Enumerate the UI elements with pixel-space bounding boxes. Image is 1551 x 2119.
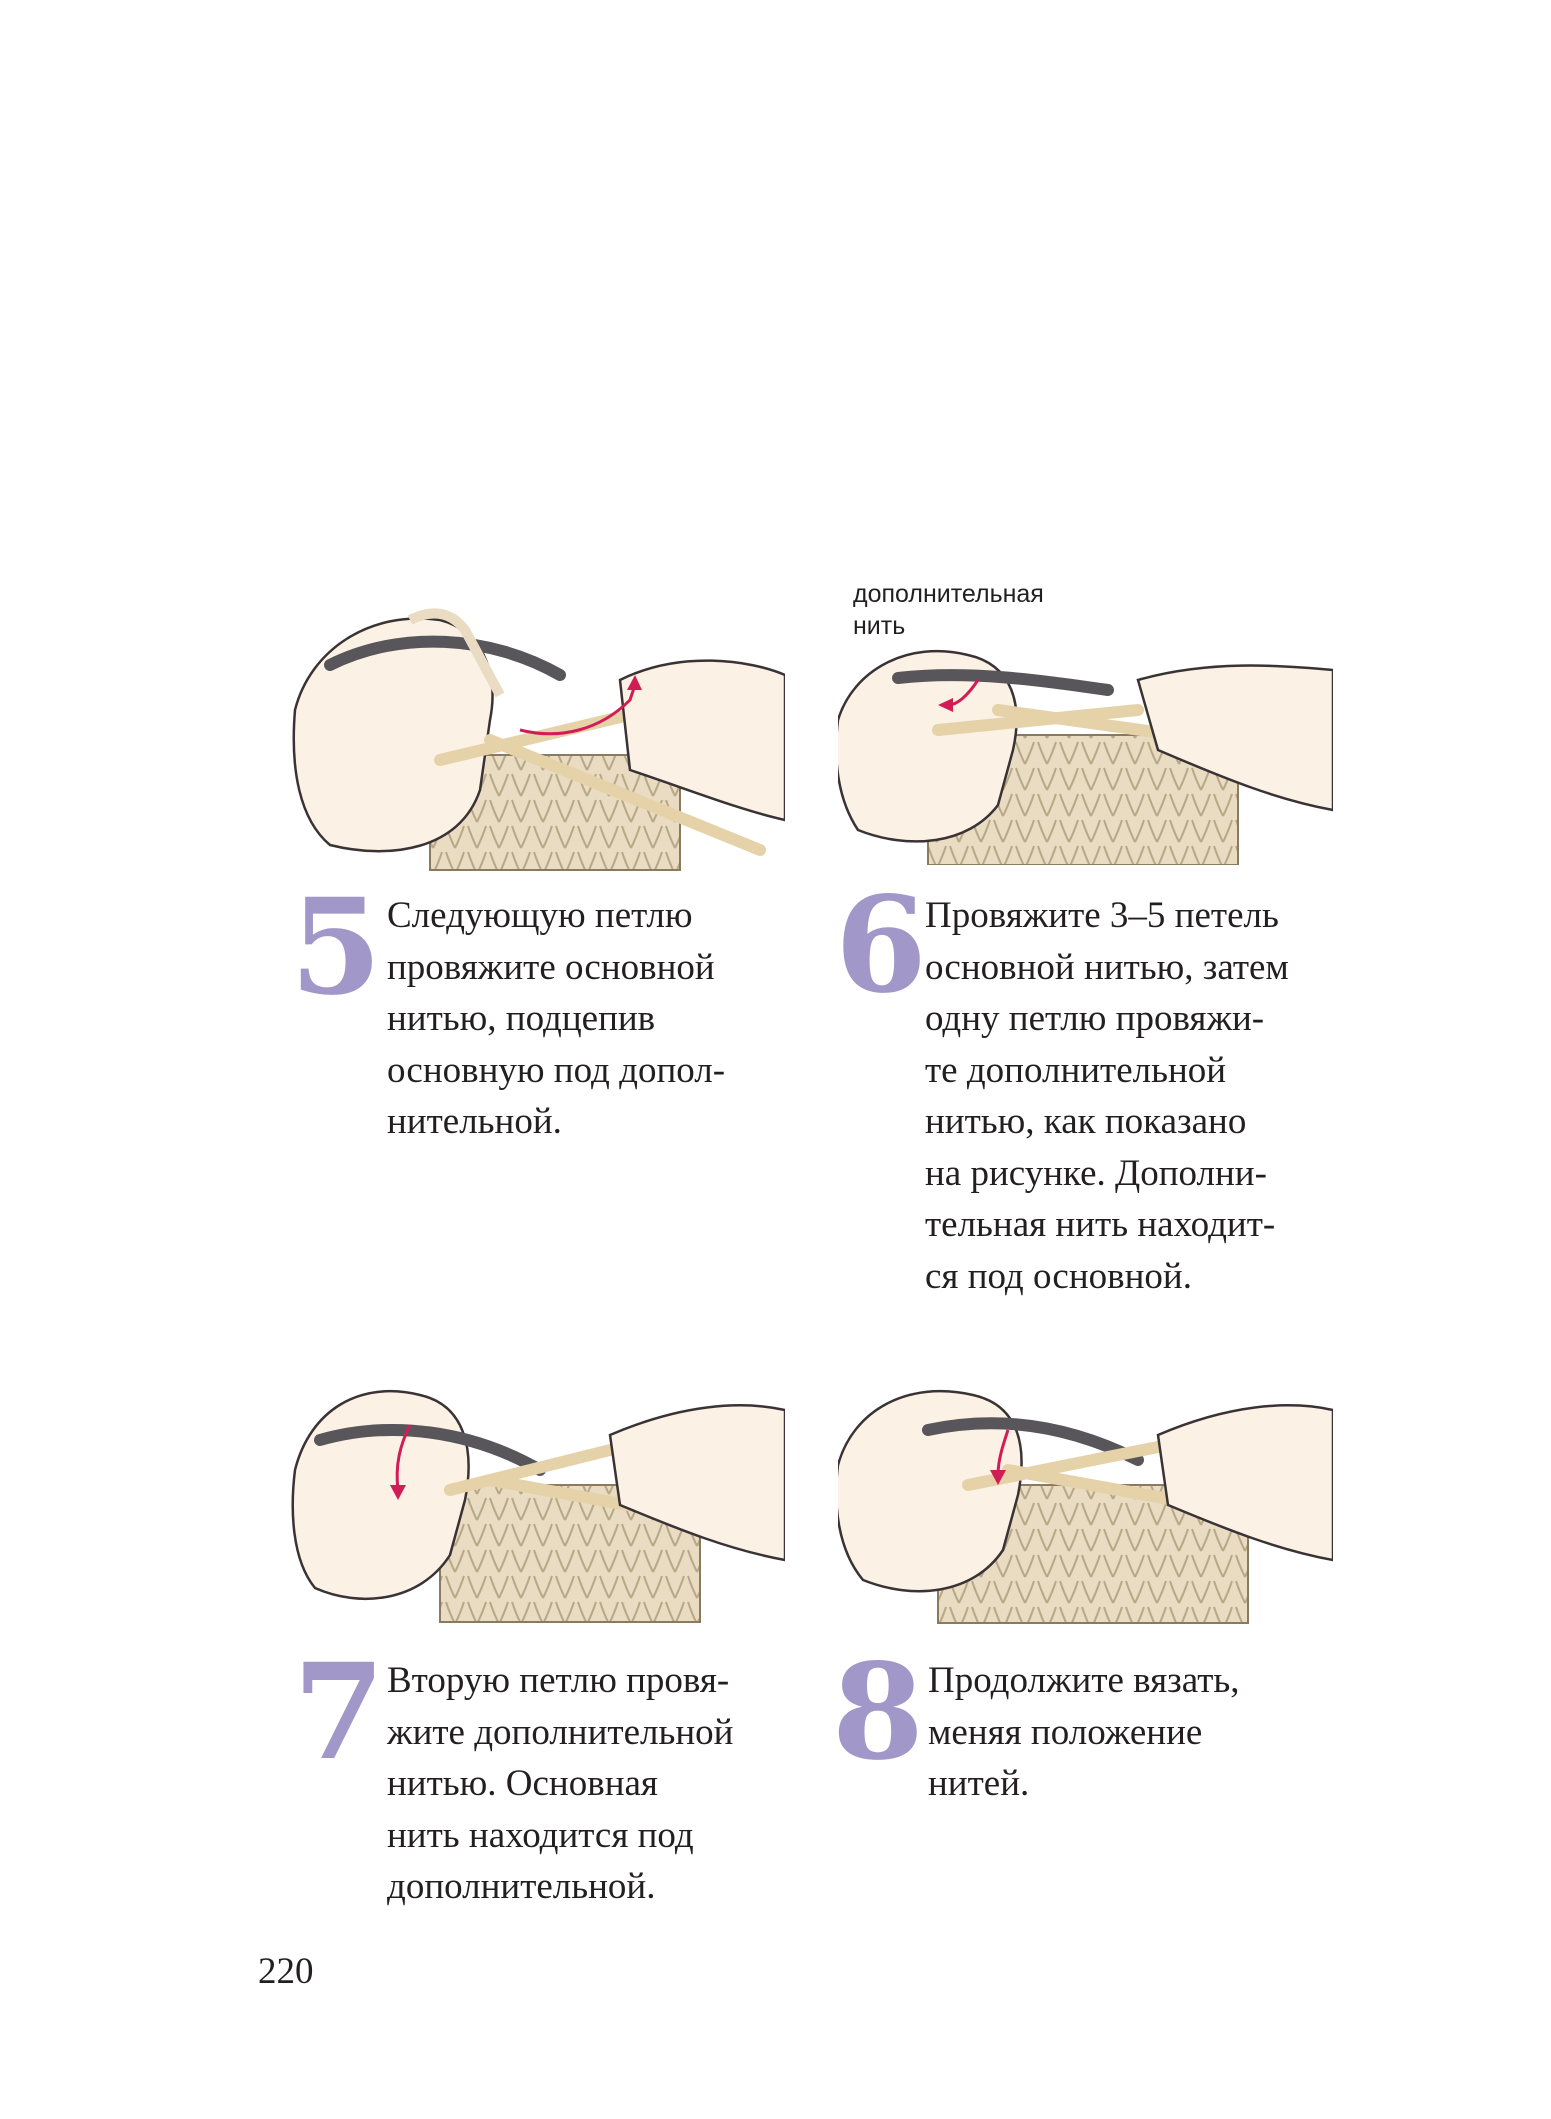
step-number: 7 xyxy=(293,1635,385,1790)
step-6-illustration xyxy=(838,610,1333,865)
step-instructions: Следующую петлю провяжите основной нитью… xyxy=(387,895,726,1142)
step-instructions: Провяжите 3–5 петель основной нитью, зат… xyxy=(925,895,1289,1297)
callout-label: дополнительная нить xyxy=(853,580,1044,640)
step-7-illustration xyxy=(290,1340,785,1625)
step-number: 5 xyxy=(290,870,382,1025)
step-instructions: Продолжите вязать, меняя положение нитей… xyxy=(928,1660,1240,1804)
step-number: 6 xyxy=(835,868,927,1023)
step-instructions: Вторую петлю провя- жите дополнительной … xyxy=(387,1660,734,1907)
step-number: 8 xyxy=(832,1635,924,1790)
step-8-illustration xyxy=(838,1345,1333,1625)
step-5-illustration xyxy=(290,590,785,875)
page-number: 220 xyxy=(258,1951,314,1992)
